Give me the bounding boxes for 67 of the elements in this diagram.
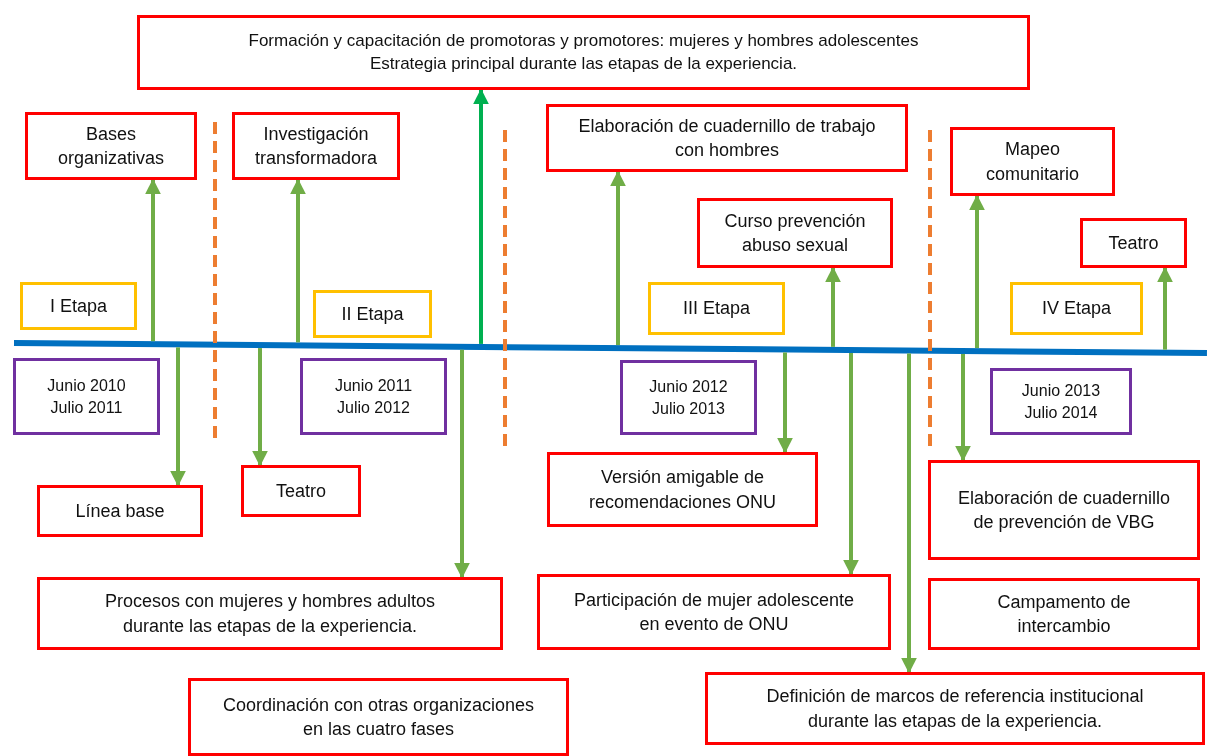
activity-box xyxy=(1080,218,1187,268)
arrow xyxy=(252,348,268,467)
box-text: Junio 2013 xyxy=(1021,380,1101,401)
arrow xyxy=(145,178,161,342)
box-text: Línea base xyxy=(75,499,165,523)
activity-box xyxy=(537,574,891,650)
arrow xyxy=(969,194,985,349)
arrow xyxy=(955,353,971,462)
box-text: Estrategia principal durante las etapas de la experiencia. xyxy=(369,52,798,75)
activity-box xyxy=(37,577,503,650)
box-text: Campamento de intercambio xyxy=(996,590,1132,638)
activity-box xyxy=(188,678,569,756)
arrow xyxy=(901,353,917,674)
box-text: Julio 2012 xyxy=(337,397,410,418)
arrow xyxy=(1157,266,1173,350)
activity-box xyxy=(232,112,400,180)
arrow xyxy=(454,349,470,579)
activity-box xyxy=(37,485,203,537)
box-text: Versión amigable de recomendaciones ONU xyxy=(587,466,778,514)
activity-box xyxy=(697,198,893,268)
box-text: Julio 2011 xyxy=(50,397,123,418)
date-box xyxy=(13,358,160,435)
box-text: Investigación transformadora xyxy=(253,122,379,170)
stage-box xyxy=(20,282,137,330)
box-text: Formación y capacitación de promotoras y promotores: mujeres y hombres adolescentes xyxy=(248,29,919,52)
activity-box xyxy=(241,465,361,517)
arrow xyxy=(777,352,793,454)
arrow xyxy=(843,353,859,576)
box-text: Curso prevención abuso sexual xyxy=(723,209,867,257)
stage-box xyxy=(1010,282,1143,335)
date-box xyxy=(300,358,447,435)
activity-box xyxy=(137,15,1030,90)
box-text: Coordinación con otras organizaciones en las cuatro fases xyxy=(221,693,536,741)
activity-box xyxy=(928,578,1200,650)
box-text: Julio 2014 xyxy=(1024,402,1098,423)
stage-box xyxy=(313,290,432,338)
activity-box xyxy=(705,672,1205,745)
arrow xyxy=(170,347,186,487)
arrow xyxy=(610,170,626,346)
stage-box xyxy=(648,282,785,335)
box-text: Mapeo comunitario xyxy=(984,138,1080,186)
activity-box xyxy=(928,460,1200,560)
date-box xyxy=(990,368,1132,435)
arrow xyxy=(290,178,306,343)
activity-box xyxy=(25,112,197,180)
box-text: Junio 2011 xyxy=(334,375,413,396)
activity-box xyxy=(547,452,818,527)
activity-box xyxy=(546,104,908,172)
box-text: Teatro xyxy=(1108,231,1159,255)
box-text: Junio 2010 xyxy=(47,375,126,396)
arrow xyxy=(825,266,841,347)
box-text: Procesos con mujeres y hombres adultos durante las etapas de la experiencia. xyxy=(103,590,437,638)
box-text: Julio 2013 xyxy=(652,398,725,419)
box-text: I Etapa xyxy=(49,294,107,318)
box-text: II Etapa xyxy=(341,302,404,326)
box-text: Definición de marcos de referencia institucional durante las etapas de la experiencia. xyxy=(765,685,1145,733)
box-text: Elaboración de cuadernillo de prevención de VBG xyxy=(956,486,1172,534)
arrow xyxy=(473,88,489,344)
box-text: IV Etapa xyxy=(1041,297,1111,321)
activity-box xyxy=(950,127,1115,196)
box-text: Junio 2012 xyxy=(649,376,728,397)
box-text: Elaboración de cuadernillo de trabajo con hombres xyxy=(577,114,877,162)
box-text: Teatro xyxy=(276,479,326,503)
box-text: Participación de mujer adolescente en evento de ONU xyxy=(572,588,856,636)
box-text: Bases organizativas xyxy=(56,122,166,170)
date-box xyxy=(620,360,757,435)
box-text: III Etapa xyxy=(682,297,750,321)
